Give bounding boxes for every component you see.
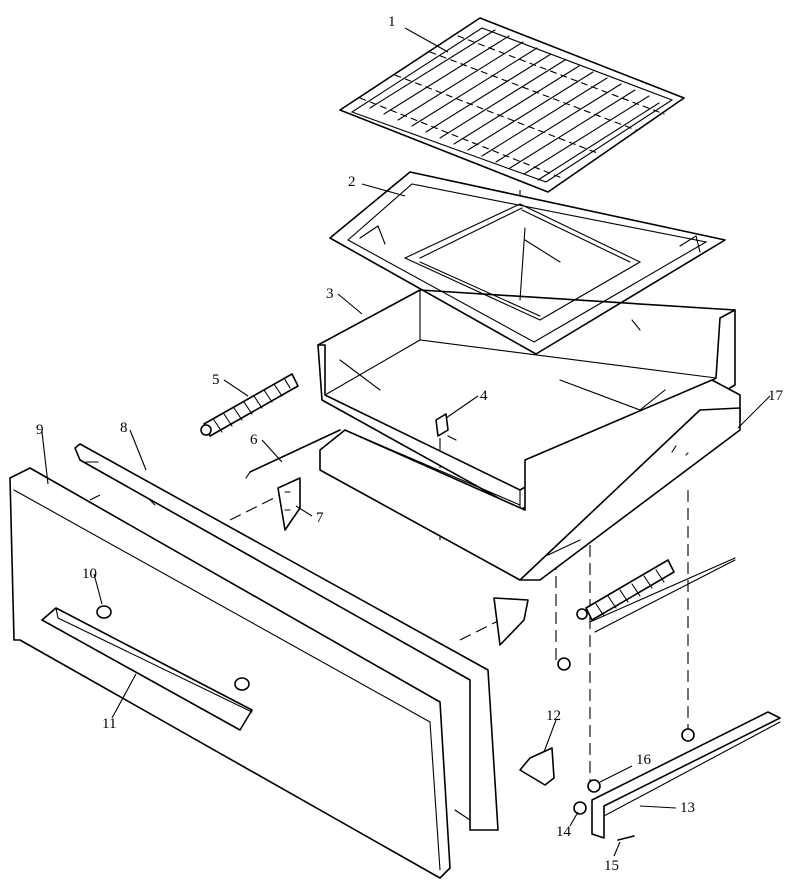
- screw: [617, 835, 635, 841]
- callout-14: 14: [556, 824, 572, 840]
- callout-13: 13: [680, 800, 695, 816]
- broiler-pan: [329, 171, 726, 355]
- drawer-bracket-lower: [519, 747, 555, 786]
- inner-front-panel: [74, 443, 499, 831]
- drawer-bracket-left: [277, 477, 301, 531]
- callout-leaders: [41, 27, 771, 857]
- drawer-handle: [41, 607, 253, 731]
- callout-3: 3: [326, 286, 334, 302]
- callout-1: 1: [388, 14, 396, 30]
- callout-7: 7: [316, 510, 324, 526]
- callout-9: 9: [36, 422, 44, 438]
- drawer-front: [9, 467, 451, 879]
- callout-5: 5: [212, 372, 220, 388]
- callout-4: 4: [480, 388, 488, 404]
- drawer-bracket-right: [493, 597, 529, 646]
- rollers: [557, 657, 695, 815]
- spring-rod: [245, 429, 341, 479]
- drawer-back-panel: [519, 407, 741, 581]
- drawer-clip: [435, 413, 457, 441]
- callout-6: 6: [250, 432, 258, 448]
- callout-16: 16: [636, 752, 652, 768]
- callout-11: 11: [102, 716, 116, 732]
- callout-15: 15: [604, 858, 619, 874]
- callout-labels: 1 2 3 4 5 6 7 8 9 10 11 12 13 14 15 16 1…: [36, 14, 784, 874]
- callout-17: 17: [768, 388, 784, 404]
- drawer-body: [317, 289, 741, 581]
- callout-10: 10: [82, 566, 97, 582]
- drawer-spring-left: [200, 373, 299, 437]
- drawer-spring-right: [576, 557, 736, 633]
- drawer-rail: [591, 711, 781, 839]
- broiler-grid: [339, 17, 685, 193]
- callout-8: 8: [120, 420, 128, 436]
- callout-2: 2: [348, 174, 356, 190]
- knobs: [96, 605, 250, 691]
- callout-12: 12: [546, 708, 561, 724]
